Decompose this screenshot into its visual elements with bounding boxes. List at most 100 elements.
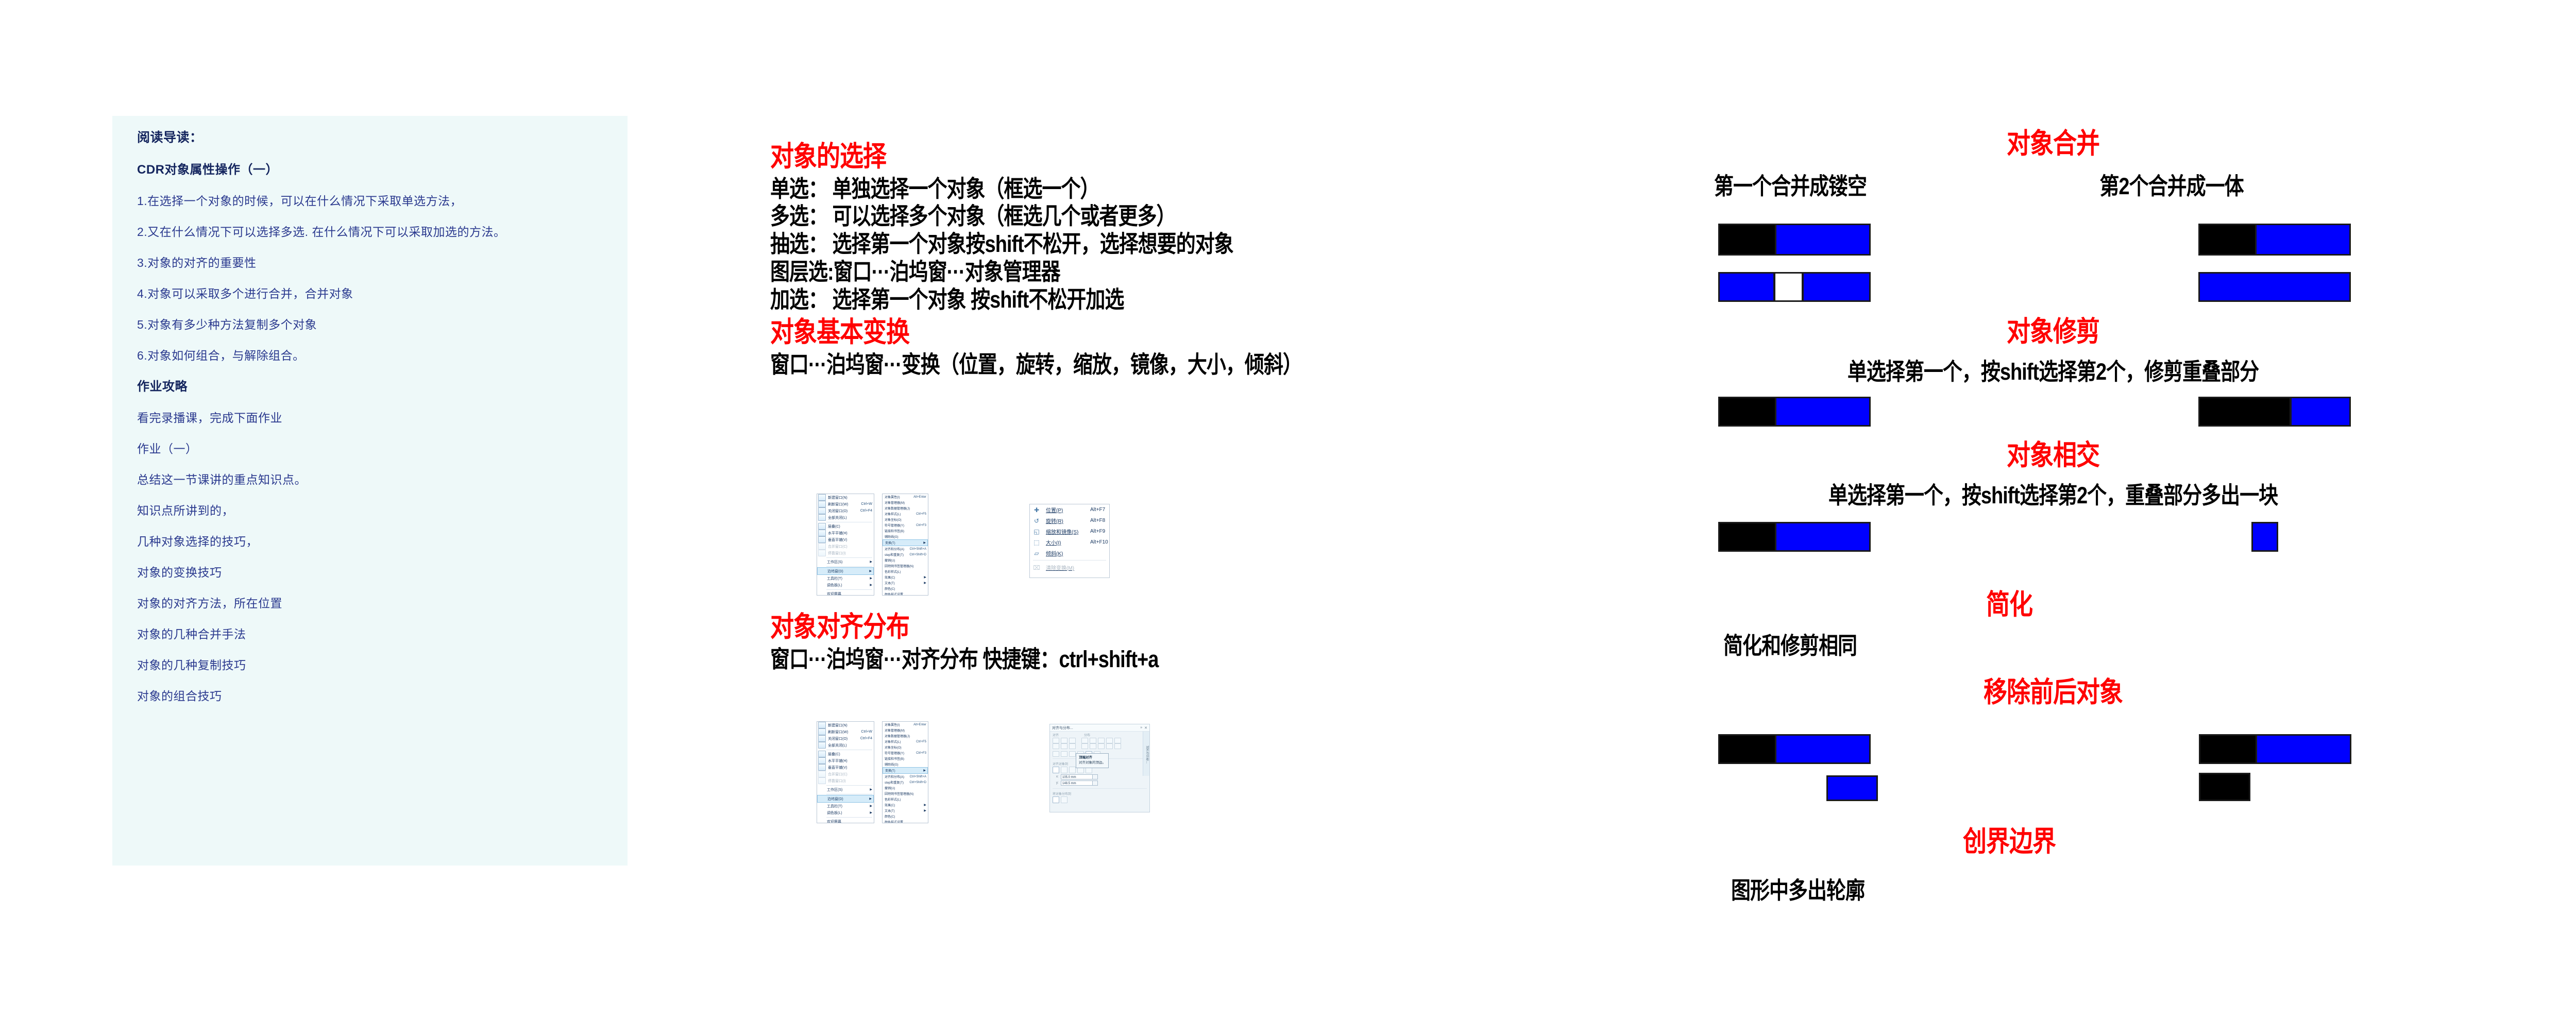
docker-menu-item[interactable]: 对象属性(I)Alt+Enter: [883, 722, 928, 727]
align-target-button[interactable]: [1061, 767, 1067, 773]
window-menu-item[interactable]: 调色板(L)▶: [817, 582, 874, 588]
window-menu-item[interactable]: 工作区(S)▶: [817, 558, 874, 565]
align-button[interactable]: [1114, 743, 1121, 749]
transform-menu-item[interactable]: ⬚大小(I)Alt+F10: [1030, 537, 1109, 548]
window-menu-item[interactable]: 刷新窗口(W)Ctrl+W: [817, 728, 874, 735]
window-menu-item[interactable]: 欢迎屏幕: [817, 590, 874, 596]
docker-menu-item[interactable]: 变换(T)▶: [883, 767, 928, 774]
docker-menu-item[interactable]: 撤销(U): [883, 785, 928, 791]
window-menu-item[interactable]: 泊坞窗(D)▶: [817, 567, 874, 575]
docker-menu-item[interactable]: 文本(T)▶: [883, 808, 928, 813]
align-button[interactable]: [1061, 743, 1067, 749]
align-button[interactable]: [1098, 738, 1105, 743]
window-menu-item[interactable]: 刷新窗口(W)Ctrl+W: [817, 501, 874, 507]
docker-side-tab[interactable]: 对齐与分布...: [1143, 732, 1149, 776]
window-menu-item[interactable]: 关闭窗口(O)Ctrl+F4: [817, 735, 874, 742]
window-menu-item[interactable]: 调色板(L)▶: [817, 809, 874, 816]
window-menu-item[interactable]: 全部关闭(L): [817, 514, 874, 521]
window-menu-item[interactable]: 泊坞窗(D)▶: [817, 795, 874, 803]
docker-menu-item[interactable]: 对象属性(I)Alt+Enter: [883, 494, 928, 500]
y-coordinate-input[interactable]: 148.5 mm: [1061, 781, 1093, 786]
docker-menu-item[interactable]: 辅助线(G): [883, 534, 928, 539]
docker-menu-item[interactable]: 效果(C)▶: [883, 574, 928, 580]
docker-menu-item[interactable]: 效果(C)▶: [883, 802, 928, 808]
docker-menu-item[interactable]: 符号管理器(Y)Ctrl+F3: [883, 750, 928, 756]
align-button[interactable]: [1106, 738, 1113, 743]
window-menu-item[interactable]: 欢迎屏幕: [817, 818, 874, 823]
align-button[interactable]: [1069, 743, 1076, 749]
align-target-button[interactable]: [1053, 767, 1059, 773]
close-icon[interactable]: ✕: [1144, 726, 1147, 730]
docker-menu-item[interactable]: 颜色(C): [883, 586, 928, 591]
docker-menu-item[interactable]: 对象样式(L)Ctrl+F5: [883, 739, 928, 744]
window-menu-item[interactable]: 停靠窗口(I): [817, 550, 874, 556]
docker-menu-item[interactable]: 因特网书签管理器(N): [883, 563, 928, 569]
align-button[interactable]: [1053, 743, 1059, 749]
docker-menu-item[interactable]: 撤销(U): [883, 557, 928, 563]
y-coordinate-stepper[interactable]: [1093, 781, 1098, 786]
docker-menu-item[interactable]: 颜色样式设置: [883, 591, 928, 595]
docker-menu-item[interactable]: 对象管理器(M): [883, 500, 928, 505]
transform-menu-item[interactable]: ✚位置(P)Alt+F7: [1030, 504, 1109, 515]
window-menu-item[interactable]: 工具栏(T)▶: [817, 575, 874, 582]
window-menu-item[interactable]: 停靠窗口(I): [817, 777, 874, 784]
text-align-button[interactable]: [1053, 751, 1059, 757]
window-menu-item[interactable]: 层叠(C): [817, 523, 874, 530]
window-menu-item[interactable]: 合并窗口(C): [817, 543, 874, 550]
docker-menu-item[interactable]: 链接和书签(B): [883, 528, 928, 534]
window-menu-item[interactable]: 新建窗口(N): [817, 722, 874, 728]
align-button[interactable]: [1114, 738, 1121, 743]
transform-menu-item[interactable]: ◱缩放和镜像(S)Alt+F9: [1030, 526, 1109, 537]
align-button[interactable]: [1069, 738, 1076, 743]
transform-menu-item[interactable]: ↺旋转(R)Alt+F8: [1030, 515, 1109, 526]
docker-menu-item[interactable]: 对象数据管理器(J): [883, 733, 928, 739]
transform-menu-item[interactable]: ⌧清除变换(M): [1030, 562, 1109, 573]
window-menu-item[interactable]: 新建窗口(N): [817, 494, 874, 501]
align-button[interactable]: [1090, 738, 1096, 743]
docker-menu-item[interactable]: step和重复(T)Ctrl+Shift+D: [883, 779, 928, 785]
align-button[interactable]: [1098, 743, 1105, 749]
align-target-button[interactable]: [1069, 767, 1076, 773]
window-menu-item[interactable]: 水平平铺(H): [817, 757, 874, 764]
docker-menu-item[interactable]: 对象管理器(M): [883, 727, 928, 733]
align-button[interactable]: [1081, 743, 1088, 749]
align-button[interactable]: [1061, 738, 1067, 743]
text-align-button[interactable]: [1069, 751, 1076, 757]
align-button[interactable]: [1106, 743, 1113, 749]
collapse-icon[interactable]: »: [1140, 726, 1143, 729]
docker-menu-item[interactable]: step和重复(T)Ctrl+Shift+D: [883, 552, 928, 557]
docker-menu-item[interactable]: 链接和书签(B): [883, 756, 928, 761]
docker-menu-item[interactable]: 辅助线(G): [883, 761, 928, 767]
window-menu-item[interactable]: 工具栏(T)▶: [817, 803, 874, 809]
window-menu-item[interactable]: 合并窗口(C): [817, 771, 874, 777]
align-button[interactable]: [1090, 743, 1096, 749]
docker-menu-item[interactable]: 对齐和分布(A)Ctrl+Shift+A: [883, 546, 928, 552]
docker-menu-item[interactable]: 因特网书签管理器(N): [883, 791, 928, 796]
window-menu-item[interactable]: 全部关闭(L): [817, 742, 874, 749]
docker-menu-item[interactable]: 对象样式(L)Ctrl+F5: [883, 511, 928, 517]
window-menu-item[interactable]: 垂直平铺(V): [817, 536, 874, 543]
align-button[interactable]: [1081, 738, 1088, 743]
window-menu-item[interactable]: 水平平铺(H): [817, 530, 874, 536]
text-align-button[interactable]: [1061, 751, 1067, 757]
transform-menu-item[interactable]: ▱倾斜(K): [1030, 548, 1109, 558]
docker-menu-item[interactable]: 颜色(C): [883, 813, 928, 819]
docker-menu-item[interactable]: 对齐和分布(A)Ctrl+Shift+A: [883, 774, 928, 779]
window-menu-item[interactable]: 垂直平铺(V): [817, 764, 874, 771]
docker-menu-item[interactable]: 变换(T)▶: [883, 539, 928, 546]
distribute-target-button[interactable]: [1061, 796, 1067, 803]
window-menu-item[interactable]: 工作区(S)▶: [817, 786, 874, 793]
docker-menu-item[interactable]: 对象数据管理器(J): [883, 505, 928, 511]
window-menu-item[interactable]: 层叠(C): [817, 751, 874, 757]
docker-menu-item[interactable]: 符号管理器(Y)Ctrl+F3: [883, 522, 928, 528]
docker-menu-item[interactable]: 色彩样式(L): [883, 796, 928, 802]
x-coordinate-input[interactable]: 105.0 mm: [1061, 774, 1093, 779]
docker-menu-item[interactable]: 颜色样式设置: [883, 819, 928, 823]
docker-menu-item[interactable]: 色彩样式(L): [883, 569, 928, 574]
distribute-target-button[interactable]: [1053, 796, 1059, 803]
docker-menu-item[interactable]: 对象坐标(O): [883, 744, 928, 750]
window-menu-item[interactable]: 关闭窗口(O)Ctrl+F4: [817, 507, 874, 514]
x-coordinate-stepper[interactable]: [1093, 774, 1098, 779]
docker-menu-item[interactable]: 文本(T)▶: [883, 580, 928, 586]
align-button[interactable]: [1053, 738, 1059, 743]
